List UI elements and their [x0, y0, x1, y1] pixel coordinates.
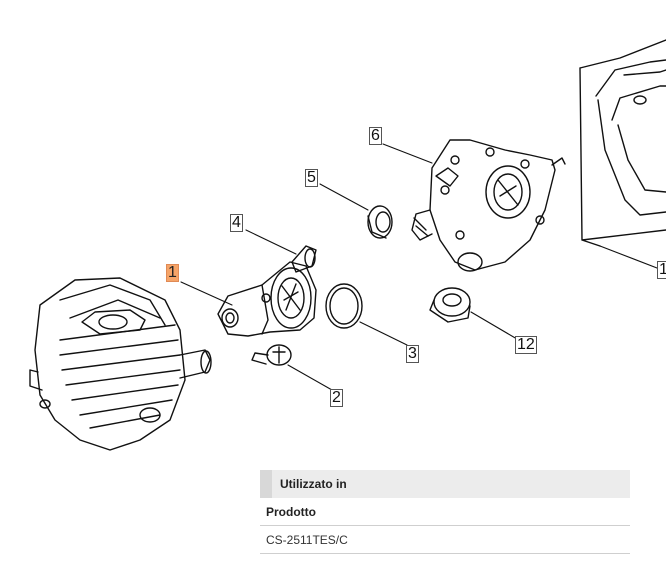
- bushing-part: [367, 205, 393, 239]
- air-filter-housing-part: [579, 39, 666, 247]
- callout-1-secondary[interactable]: 1: [657, 261, 666, 279]
- clip-part: [291, 245, 317, 273]
- screw-part: [251, 344, 292, 366]
- callout-5[interactable]: 5: [305, 169, 318, 187]
- gasket-ring-part: [325, 283, 363, 329]
- carburetor-part: [411, 139, 566, 272]
- callout-3[interactable]: 3: [406, 345, 419, 363]
- callout-1[interactable]: 1: [166, 264, 179, 282]
- usage-table-row[interactable]: CS-2511TES/C: [260, 526, 630, 554]
- callout-12[interactable]: 12: [515, 336, 537, 354]
- intake-manifold-part: [217, 261, 317, 337]
- usage-table-title: Utilizzato in: [280, 477, 347, 491]
- cylinder-part: [29, 277, 212, 451]
- usage-table-column-header: Prodotto: [260, 498, 630, 526]
- callout-6[interactable]: 6: [369, 127, 382, 145]
- leader-lines: [180, 143, 658, 391]
- usage-table-header: Utilizzato in: [260, 470, 630, 498]
- callout-4[interactable]: 4: [230, 214, 243, 232]
- usage-table: Utilizzato in Prodotto CS-2511TES/C: [260, 470, 630, 554]
- fitting-part: [429, 287, 471, 323]
- header-accent-bar: [260, 470, 272, 498]
- callout-2[interactable]: 2: [330, 389, 343, 407]
